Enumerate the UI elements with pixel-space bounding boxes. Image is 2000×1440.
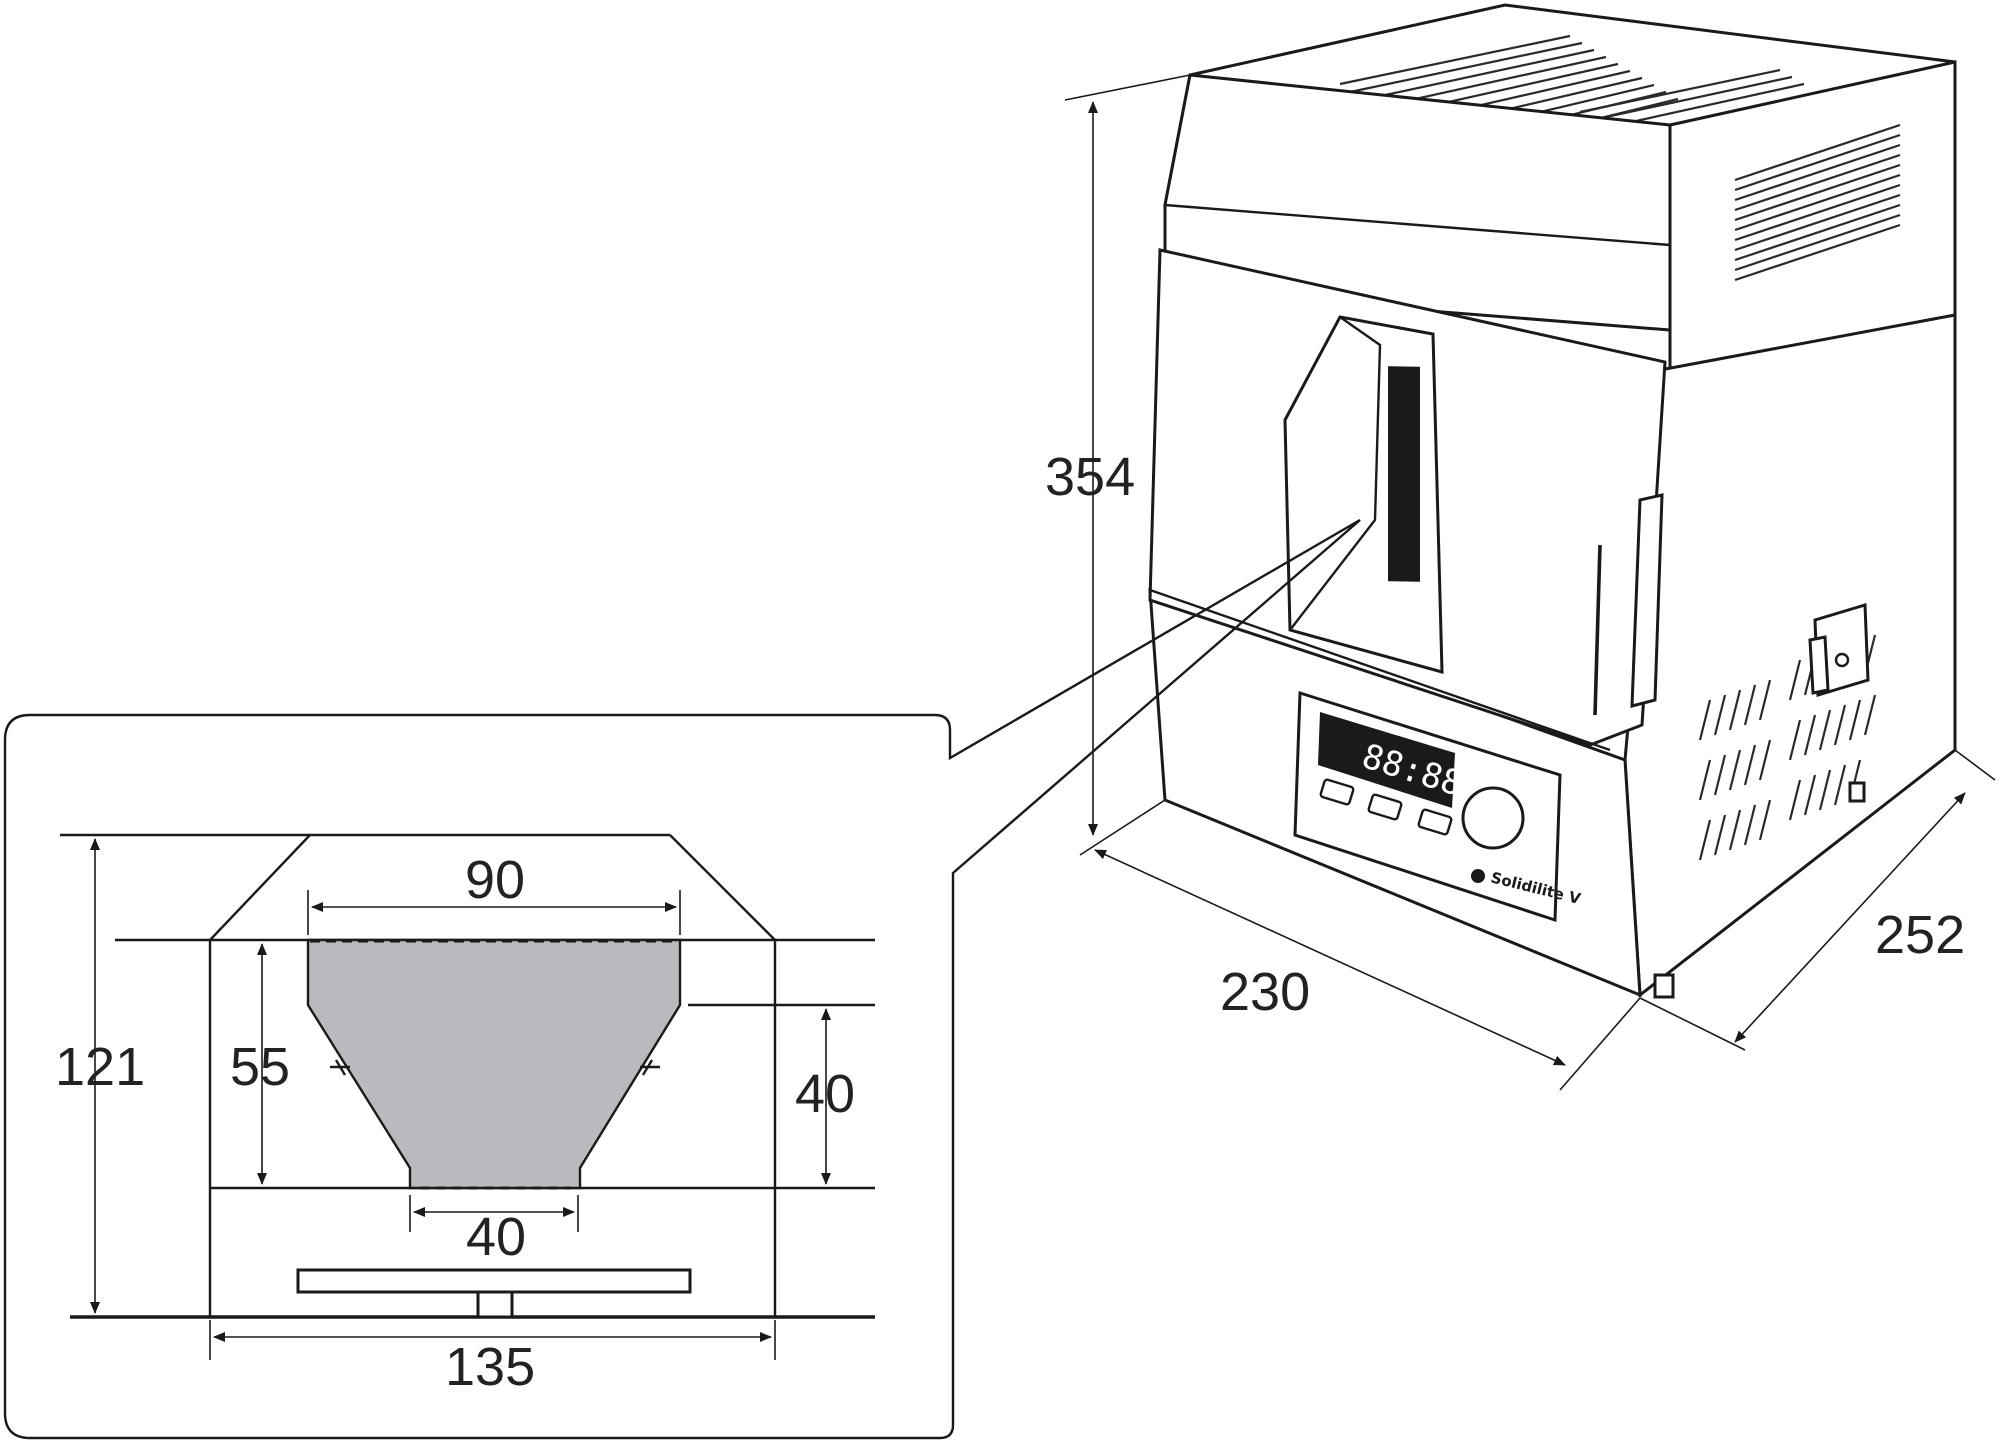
base-width-label: 135 bbox=[445, 1337, 535, 1397]
width-label: 230 bbox=[1220, 962, 1310, 1022]
side-latch bbox=[1808, 603, 1870, 697]
control-knob[interactable] bbox=[1461, 786, 1525, 850]
depth-dimension-line bbox=[1734, 792, 1966, 1043]
button-3[interactable] bbox=[1417, 808, 1453, 836]
support-plate bbox=[296, 1268, 692, 1294]
led-display bbox=[1318, 712, 1455, 808]
height-label: 354 bbox=[1045, 447, 1135, 507]
furnace-illustration: 88:88 Solidilite V bbox=[1148, 3, 1957, 999]
top-width-label: 90 bbox=[465, 850, 525, 910]
taper-height-label: 40 bbox=[795, 1064, 855, 1124]
chamber-window bbox=[1388, 366, 1420, 582]
button-1[interactable] bbox=[1319, 778, 1355, 806]
total-height-label: 121 bbox=[55, 1037, 145, 1097]
chamber-depth-label: 55 bbox=[230, 1037, 290, 1097]
furnace-dimensions: 354 230 252 bbox=[1045, 74, 1996, 1091]
chamber-callout: 90 55 40 40 121 135 bbox=[3, 518, 1361, 1440]
callout-frame bbox=[3, 518, 1361, 1440]
furnace-lower-side bbox=[1623, 313, 1957, 998]
support-post bbox=[476, 1290, 514, 1319]
side-vent-grille bbox=[1734, 123, 1901, 282]
bottom-width-label: 40 bbox=[466, 1207, 526, 1267]
door-handle bbox=[1593, 544, 1602, 716]
depth-label: 252 bbox=[1875, 905, 1965, 965]
button-2[interactable] bbox=[1367, 793, 1403, 821]
width-dimension-line bbox=[1094, 849, 1566, 1066]
crucible-shape bbox=[306, 938, 682, 1190]
